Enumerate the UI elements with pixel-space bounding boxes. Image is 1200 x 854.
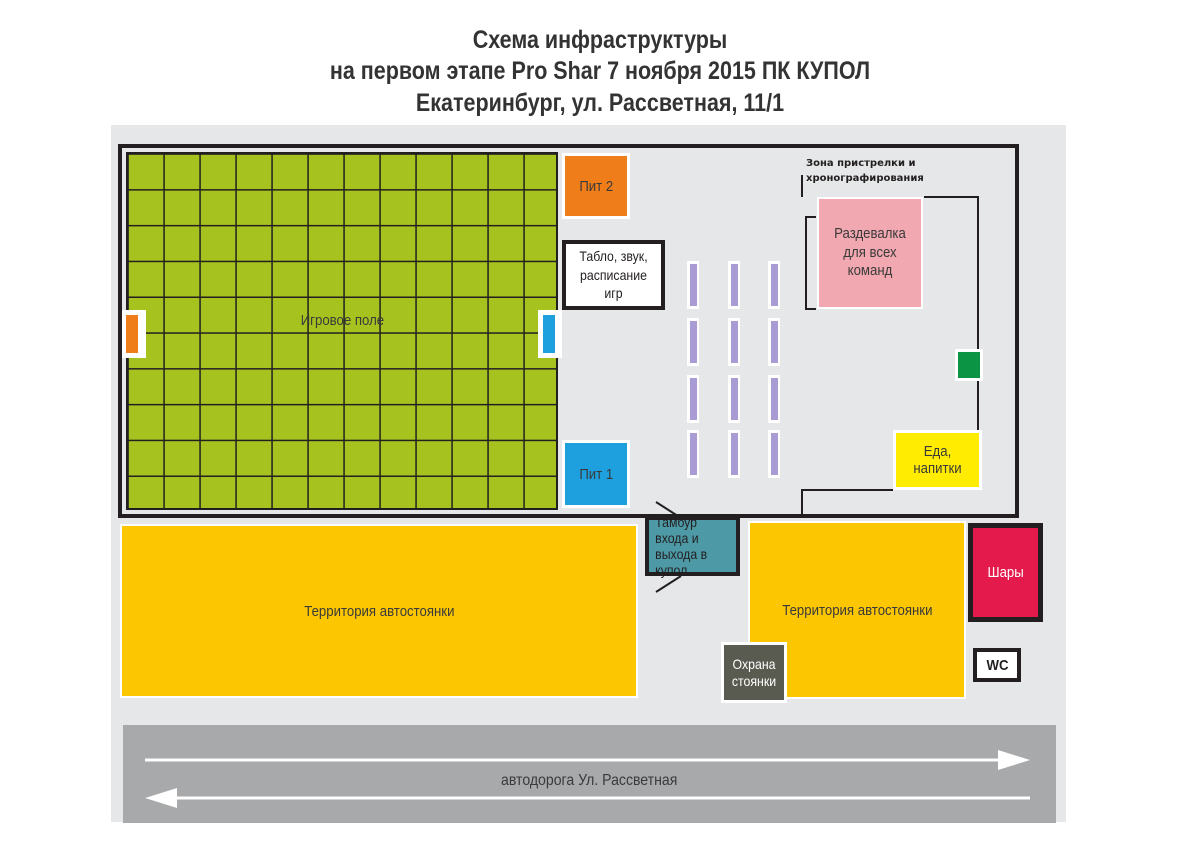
balls-area: Шары bbox=[973, 528, 1038, 617]
wc: WC bbox=[973, 648, 1021, 682]
shooting-marker bbox=[958, 352, 980, 378]
bench bbox=[770, 264, 778, 306]
playing-field-label-wrap: Игровое поле bbox=[126, 305, 558, 335]
bench bbox=[689, 264, 697, 306]
bench bbox=[770, 433, 778, 475]
dome-hall-outline bbox=[118, 144, 1019, 518]
bench bbox=[689, 433, 697, 475]
parking-area-left: Территория автостоянки bbox=[120, 524, 638, 698]
title-line-3: Екатеринбург, ул. Рассветная, 11/1 bbox=[415, 89, 785, 117]
parking-guard-label: Охрана стоянки bbox=[731, 655, 777, 689]
parking-guard: Охрана стоянки bbox=[721, 642, 787, 703]
pit-2-label: Пит 2 bbox=[579, 177, 613, 195]
food-drinks-area: Еда, напитки bbox=[893, 430, 982, 490]
gate-right bbox=[543, 315, 555, 353]
title-line-2: на первом этапе Pro Shar 7 ноября 2015 П… bbox=[329, 57, 871, 85]
scoreboard-label: Табло, звук, расписание игр bbox=[579, 247, 648, 302]
road bbox=[123, 725, 1056, 823]
bench bbox=[730, 433, 738, 475]
bench bbox=[689, 378, 697, 420]
title-line-1: Схема инфраструктуры bbox=[472, 26, 728, 54]
pit-1-label: Пит 1 bbox=[579, 465, 613, 483]
bench bbox=[730, 321, 738, 363]
vestibule-door-lines bbox=[655, 501, 682, 593]
road-label: автодорога Ул. Рассветная bbox=[501, 772, 678, 789]
pit-1: Пит 1 bbox=[562, 440, 630, 508]
shooting-zone-label: Зона пристрелки и хронографирования bbox=[806, 158, 924, 184]
road-arrows bbox=[145, 750, 1030, 808]
food-drinks-label: Еда, напитки bbox=[913, 443, 962, 477]
wc-label: WC bbox=[986, 656, 1008, 674]
parking-right-label: Территория автостоянки bbox=[781, 601, 933, 619]
entrance-vestibule: Тамбур входа и выхода в купол bbox=[645, 513, 740, 579]
changing-room: Раздевалка для всех команд bbox=[817, 197, 923, 309]
pit-2: Пит 2 bbox=[562, 153, 630, 219]
scoreboard-area: Табло, звук, расписание игр bbox=[562, 240, 665, 310]
parking-left-label: Территория автостоянки bbox=[303, 602, 455, 620]
vestibule-label: Тамбур входа и выхода в купол bbox=[654, 513, 707, 579]
shooting-zone-boundary bbox=[801, 175, 979, 514]
road-label-wrap: автодорога Ул. Рассветная bbox=[123, 766, 1056, 796]
bench bbox=[770, 378, 778, 420]
bench bbox=[730, 264, 738, 306]
gate-left bbox=[126, 315, 138, 353]
playing-field bbox=[126, 152, 558, 510]
bench bbox=[770, 321, 778, 363]
bench bbox=[689, 321, 697, 363]
arrow-right-icon bbox=[998, 750, 1030, 770]
bench bbox=[730, 378, 738, 420]
arrow-left-icon bbox=[145, 788, 177, 808]
changing-room-label: Раздевалка для всех команд bbox=[834, 224, 906, 280]
balls-label: Шары bbox=[987, 564, 1024, 581]
playing-field-label: Игровое поле bbox=[300, 311, 384, 329]
